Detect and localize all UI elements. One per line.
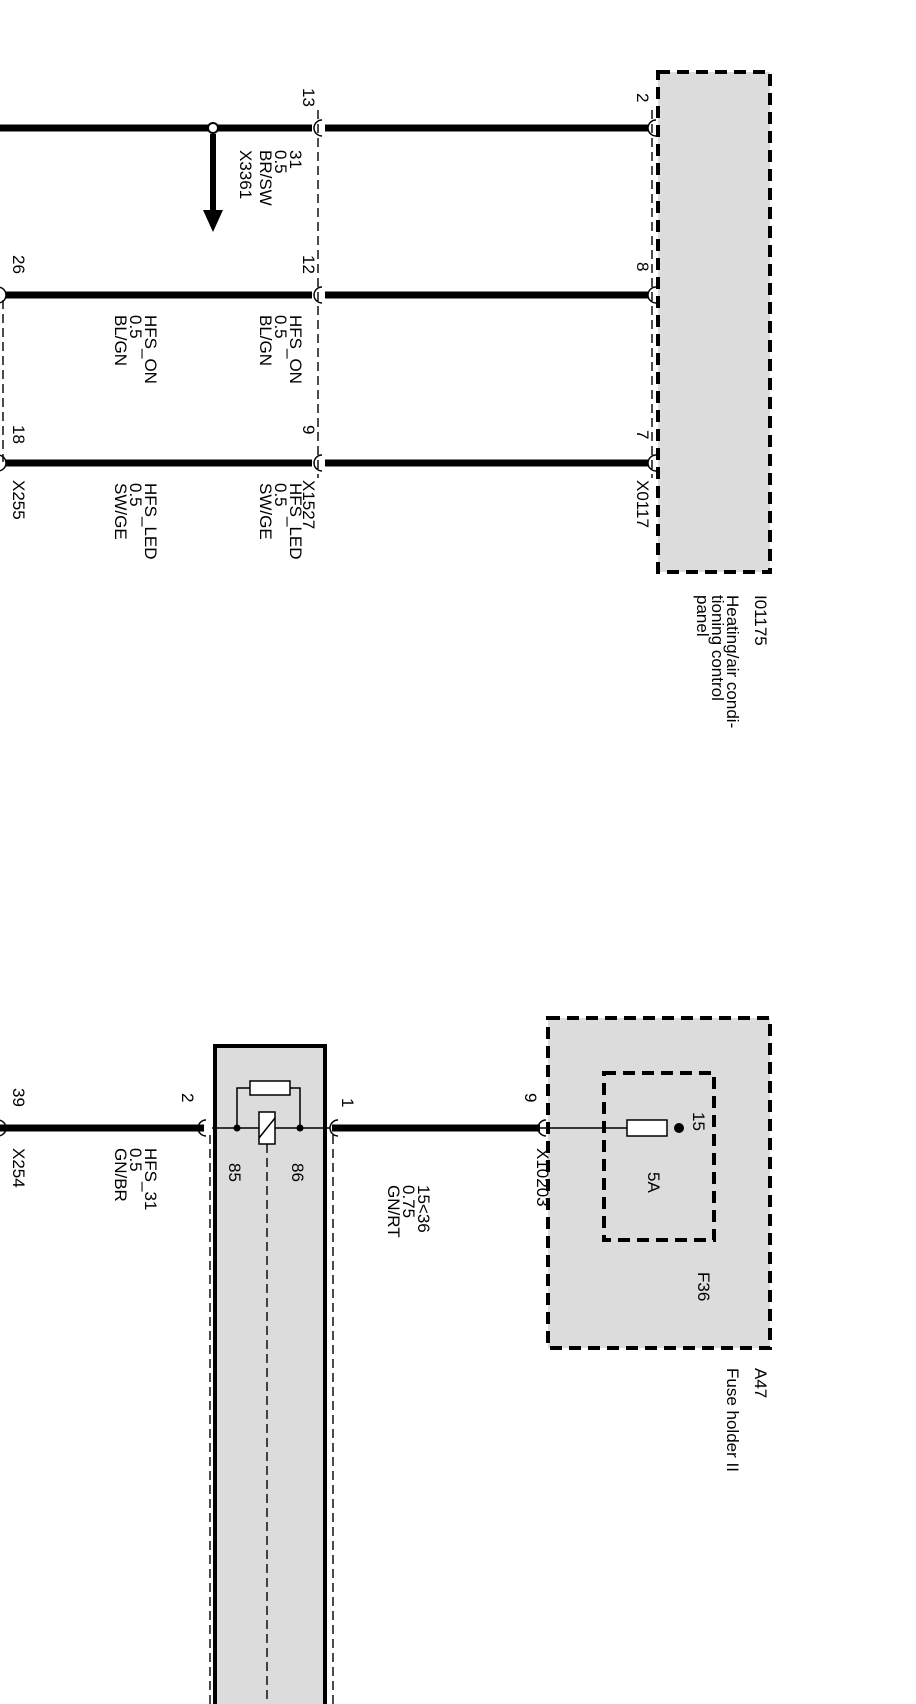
connector-label: X0117	[633, 480, 652, 528]
relay-terminal-86: 86	[288, 1163, 307, 1182]
svg-text:A47: A47	[751, 1368, 770, 1398]
wire-label-hfs-on-left: HFS_ON0.5BL/GN	[111, 315, 160, 384]
pin-label: 9	[521, 1093, 540, 1102]
relay-resistor-bypass	[236, 1087, 301, 1128]
fuse-rating: 5A	[644, 1172, 663, 1193]
component-label-fuse-holder: A47 Fuse holder II	[723, 1368, 770, 1472]
fuse-id: F36	[694, 1272, 713, 1301]
svg-text:panel: panel	[693, 595, 712, 637]
pin-socket	[0, 1119, 7, 1137]
pin-label: 1	[338, 1098, 357, 1107]
svg-text:HFS_LED: HFS_LED	[141, 483, 160, 560]
svg-text:SW/GE: SW/GE	[256, 483, 275, 540]
pin-label: 18	[9, 425, 28, 444]
fuse-holder-box[interactable]	[546, 1016, 772, 1350]
svg-text:0.5: 0.5	[126, 1148, 145, 1172]
svg-text:GN/RT: GN/RT	[384, 1185, 403, 1238]
svg-text:HFS_ON: HFS_ON	[286, 315, 305, 384]
svg-text:HFS_31: HFS_31	[141, 1148, 160, 1210]
pin-sockets	[0, 119, 657, 472]
pin-label: 26	[9, 255, 28, 274]
pin-label: 2	[633, 93, 652, 102]
pin-label: 2	[178, 1093, 197, 1102]
relay-terminal-85: 85	[225, 1163, 244, 1182]
svg-text:0.5: 0.5	[271, 315, 290, 339]
wire-label-hfs-on: HFS_ON0.5BL/GN	[256, 315, 305, 384]
svg-text:tioning control: tioning control	[708, 595, 727, 701]
junction-dot	[233, 1124, 241, 1132]
fuse-f36-box[interactable]	[602, 1071, 716, 1242]
svg-text:BR/SW: BR/SW	[256, 150, 275, 206]
connector-label: X255	[9, 480, 28, 520]
svg-text:GN/BR: GN/BR	[111, 1148, 130, 1202]
connector-label: X10203	[533, 1148, 552, 1207]
pin-label: 13	[299, 88, 318, 107]
arrow-down-icon	[203, 210, 223, 232]
svg-text:BL/GN: BL/GN	[111, 315, 130, 366]
svg-text:0.5: 0.5	[271, 483, 290, 507]
resistor-icon	[249, 1080, 291, 1096]
svg-text:HFS_ON: HFS_ON	[141, 315, 160, 384]
relay-box[interactable]	[213, 1044, 327, 1704]
svg-text:0.5: 0.5	[126, 483, 145, 507]
fuse-terminal-dot	[674, 1123, 684, 1133]
connector-label: X254	[9, 1148, 28, 1188]
svg-text:BL/GN: BL/GN	[256, 315, 275, 366]
splice-point	[207, 122, 219, 134]
svg-text:15<36: 15<36	[414, 1185, 433, 1233]
pin-label: 12	[299, 255, 318, 274]
pin-label: 9	[299, 425, 318, 434]
svg-text:SW/GE: SW/GE	[111, 483, 130, 540]
pin-label: 8	[633, 262, 652, 271]
svg-text:HFS_LED: HFS_LED	[286, 483, 305, 560]
relay-coil-diagonal	[258, 1117, 276, 1139]
connector-label: X1527	[299, 480, 318, 529]
splice-label: X3361	[236, 150, 255, 199]
svg-text:0.75: 0.75	[399, 1185, 418, 1218]
svg-text:I01175: I01175	[751, 595, 770, 646]
pin-socket	[329, 1119, 339, 1137]
junction-dot	[296, 1124, 304, 1132]
svg-text:Fuse holder II: Fuse holder II	[723, 1368, 742, 1472]
pin-label: 39	[9, 1088, 28, 1107]
wire-label-hfs-31: HFS_310.5GN/BR	[111, 1148, 160, 1210]
svg-text:0.5: 0.5	[126, 315, 145, 339]
control-panel-box[interactable]	[656, 70, 772, 574]
fuse-terminal-label: 15	[689, 1112, 708, 1131]
svg-text:Heating/air condi-: Heating/air condi-	[723, 595, 742, 728]
pin-label: 7	[633, 430, 652, 439]
svg-text:0.5: 0.5	[271, 150, 290, 174]
component-label-control-panel: I01175 Heating/air condi- tioning contro…	[693, 595, 770, 728]
wire-label-31: 310.5BR/SW	[256, 150, 305, 206]
fuse-icon	[626, 1119, 668, 1137]
svg-text:31: 31	[286, 150, 305, 169]
